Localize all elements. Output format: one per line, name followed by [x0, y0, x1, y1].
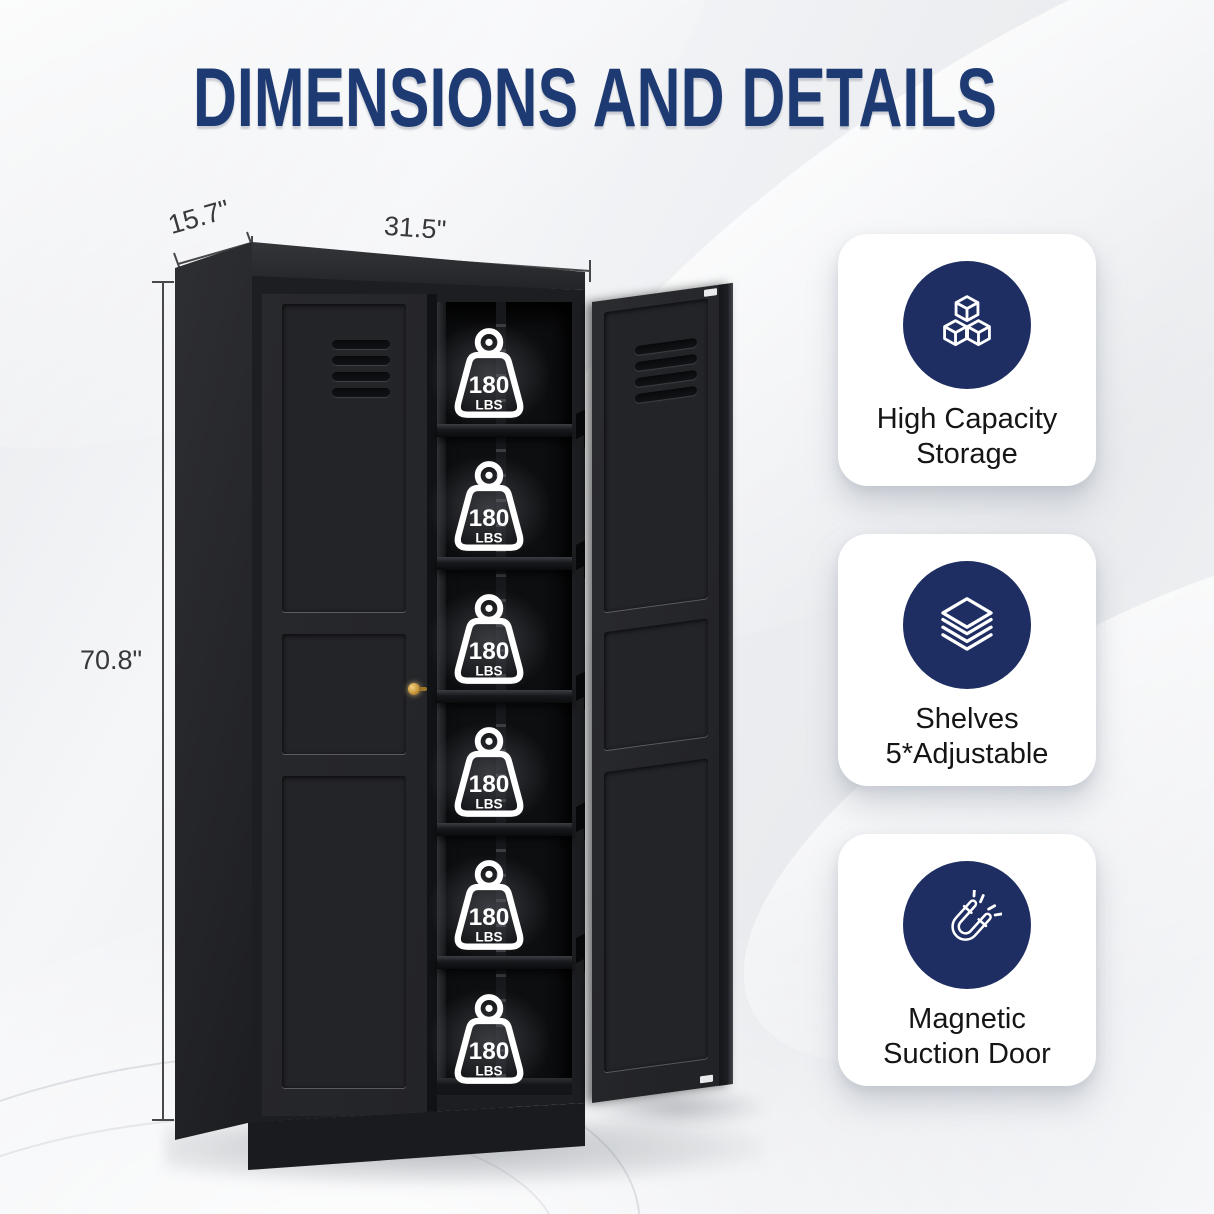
feature-label: Magnetic Suction Door	[883, 1003, 1051, 1070]
svg-text:LBS: LBS	[475, 397, 502, 412]
left-door-middle-panel	[282, 634, 406, 754]
icon-circle	[903, 861, 1031, 989]
feature-label: Shelves 5*Adjustable	[885, 703, 1049, 770]
magnet-icon	[951, 890, 1002, 941]
svg-text:180: 180	[469, 904, 510, 931]
shelf	[437, 557, 572, 570]
hinge-icon	[576, 802, 585, 844]
svg-text:180: 180	[469, 1038, 510, 1065]
shelf	[437, 690, 572, 703]
svg-text:180: 180	[469, 771, 510, 798]
cabinet-interior: 180 LBS 180 LBS 180 LBS 180 LBS	[427, 302, 572, 1095]
shelf	[437, 424, 572, 437]
weight-capacity-icon: 180 LBS	[454, 328, 524, 418]
key-lock	[408, 682, 428, 696]
icon-circle	[903, 261, 1031, 389]
stacked-shelves-icon	[941, 597, 993, 651]
left-door-upper-panel	[282, 304, 406, 612]
hinge-icon	[576, 409, 585, 451]
height-dimension-label: 70.8"	[80, 645, 143, 675]
cabinet-front: 180 LBS 180 LBS 180 LBS 180 LBS	[252, 276, 585, 1122]
icon-circle	[903, 561, 1031, 689]
cabinet-right-door-open	[592, 282, 733, 1104]
cubes-icon	[943, 295, 991, 347]
svg-text:LBS: LBS	[475, 1063, 502, 1078]
right-door-lower-panel	[604, 758, 708, 1073]
label-sticker	[700, 1074, 713, 1084]
shelf	[437, 823, 572, 836]
door-edge	[719, 282, 733, 1086]
door-gap	[427, 294, 437, 1116]
hinge-icon	[576, 540, 585, 582]
cabinet-left-door	[262, 294, 427, 1116]
depth-dimension-label: 15.7"	[164, 194, 233, 241]
brass-key-icon	[408, 683, 420, 695]
svg-text:180: 180	[469, 372, 510, 399]
cabinet-side-panel	[175, 242, 252, 1140]
weight-capacity-icon: 180 LBS	[454, 994, 524, 1084]
hinge-icon	[576, 671, 585, 713]
svg-text:LBS: LBS	[475, 796, 502, 811]
louver-vents-icon	[635, 337, 697, 410]
feature-card-magnetic-door: Magnetic Suction Door	[838, 834, 1096, 1086]
left-door-lower-panel	[282, 776, 406, 1088]
svg-text:LBS: LBS	[475, 663, 502, 678]
right-door-upper-panel	[604, 298, 708, 613]
weight-capacity-icon: 180 LBS	[454, 594, 524, 684]
louver-vents-icon	[332, 340, 390, 404]
label-sticker	[704, 288, 717, 297]
weight-capacity-icon: 180 LBS	[454, 461, 524, 551]
weight-capacity-icon: 180 LBS	[454, 860, 524, 950]
width-dimension-label: 31.5"	[383, 210, 448, 246]
svg-text:180: 180	[469, 505, 510, 532]
hinge-icon	[576, 933, 585, 975]
shelf	[437, 956, 572, 969]
svg-text:LBS: LBS	[475, 929, 502, 944]
feature-card-adjustable-shelves: Shelves 5*Adjustable	[838, 534, 1096, 786]
right-door-middle-panel	[604, 618, 708, 751]
feature-card-high-capacity: High Capacity Storage	[838, 234, 1096, 486]
svg-text:LBS: LBS	[475, 530, 502, 545]
weight-capacity-icon: 180 LBS	[454, 727, 524, 817]
feature-label: High Capacity Storage	[876, 403, 1058, 470]
svg-text:180: 180	[469, 638, 510, 665]
page-title: DIMENSIONS AND DETAILS	[193, 51, 997, 145]
